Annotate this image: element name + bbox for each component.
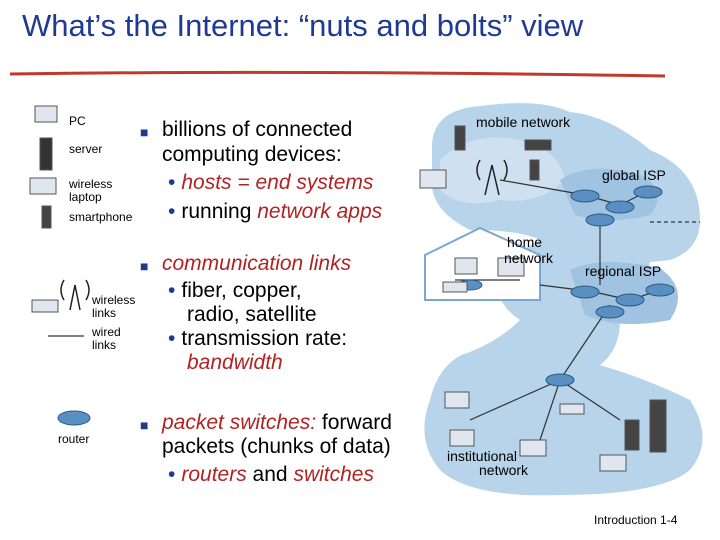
car-icon bbox=[524, 139, 552, 151]
wireless-links-label-1: wireless bbox=[92, 293, 136, 307]
title-underline bbox=[9, 70, 666, 78]
smartphone-icon bbox=[41, 205, 52, 229]
institutional-network-label-1: institutional bbox=[447, 448, 518, 464]
routers-text: routers bbox=[181, 463, 247, 486]
pc-label: PC bbox=[69, 114, 86, 128]
bullet-text: communication links bbox=[162, 252, 352, 275]
router-icon bbox=[570, 285, 600, 299]
sub-bullet-rate: •transmission rate: bbox=[168, 327, 348, 350]
smartphone-icon bbox=[529, 159, 540, 181]
laptop-icon bbox=[29, 177, 57, 195]
wireless-tower-icon bbox=[60, 279, 90, 311]
bullet-marker: ■ bbox=[140, 124, 149, 140]
router-icon bbox=[57, 410, 91, 426]
regional-isp-label: regional ISP bbox=[585, 263, 662, 279]
router-icon bbox=[615, 293, 645, 307]
server-icon bbox=[649, 399, 667, 453]
switches-text: switches bbox=[293, 463, 374, 486]
laptop-icon bbox=[519, 439, 547, 457]
sub-bullet-fiber-line2: radio, satellite bbox=[187, 303, 317, 326]
mobile-network-label: mobile network bbox=[476, 114, 571, 130]
server-icon bbox=[624, 419, 640, 451]
pc-icon bbox=[444, 391, 470, 409]
pc-icon bbox=[599, 454, 627, 472]
wired-links-label-2: links bbox=[92, 338, 117, 352]
pc-icon bbox=[497, 257, 525, 277]
sub-bullet-routers: •routers and switches bbox=[168, 463, 374, 486]
slide-footer: Introduction 1-4 bbox=[594, 513, 678, 527]
sub-bullet-hosts: •hosts = end systems bbox=[168, 171, 374, 194]
router-icon bbox=[633, 185, 663, 199]
bullet-marker: ■ bbox=[140, 417, 149, 433]
bandwidth-text: bandwidth bbox=[187, 351, 283, 374]
smartphone-icon bbox=[454, 125, 466, 151]
rate-text: transmission rate: bbox=[181, 327, 348, 350]
cell-tower-icon bbox=[476, 159, 508, 196]
router-icon bbox=[595, 305, 625, 319]
packet-switches-text: packet switches: bbox=[162, 411, 317, 434]
wireless-laptop-label-2: laptop bbox=[69, 190, 102, 204]
bullet-devices: ■ billions of connected bbox=[140, 117, 353, 142]
mobile-network-region bbox=[440, 137, 565, 204]
pc-icon bbox=[34, 105, 58, 123]
and-text: and bbox=[246, 463, 294, 486]
bullet-links: ■ communication links bbox=[140, 251, 352, 276]
smartphone-label: smartphone bbox=[69, 210, 133, 224]
institutional-network-label-2: network bbox=[479, 462, 529, 478]
server-label: server bbox=[69, 142, 103, 156]
wired-links-label-1: wired bbox=[92, 325, 121, 339]
laptop-icon bbox=[419, 169, 447, 189]
router-icon bbox=[585, 213, 615, 227]
bullet-switches-line2: packets (chunks of data) bbox=[162, 435, 391, 458]
wireless-links-label-2: links bbox=[92, 306, 117, 320]
router-icon bbox=[545, 373, 575, 387]
bullet-devices-line2: computing devices: bbox=[162, 143, 342, 166]
page-title: What’s the Internet: “nuts and bolts” vi… bbox=[22, 8, 584, 43]
hosts-text: hosts = end systems bbox=[181, 171, 374, 194]
global-isp-label: global ISP bbox=[602, 167, 666, 183]
router-icon bbox=[605, 200, 635, 214]
home-network-label-2: network bbox=[504, 250, 554, 266]
regional-isp-region bbox=[570, 261, 678, 324]
laptop-icon bbox=[454, 257, 478, 275]
wireless-access-point-icon bbox=[559, 403, 585, 415]
bullet-switches: ■ packet switches: forward bbox=[140, 410, 392, 435]
server-icon bbox=[39, 137, 53, 171]
bullet-text: billions of connected bbox=[162, 118, 353, 141]
wireless-laptop-label-1: wireless bbox=[69, 177, 113, 191]
running-text: running bbox=[181, 200, 258, 223]
sub-bullet-fiber: •fiber, copper, bbox=[168, 279, 302, 302]
router-icon bbox=[570, 189, 600, 203]
router-label: router bbox=[58, 432, 90, 446]
wireless-access-point-icon bbox=[442, 281, 468, 293]
router-icon bbox=[645, 283, 675, 297]
home-network-label-1: home bbox=[507, 234, 543, 250]
network-apps-text: network apps bbox=[257, 200, 383, 223]
forward-text: forward bbox=[316, 411, 392, 434]
fiber-text: fiber, copper, bbox=[181, 279, 302, 302]
bullet-marker: ■ bbox=[140, 258, 149, 274]
wireless-access-point-icon bbox=[31, 299, 59, 313]
sub-bullet-apps: •running network apps bbox=[168, 200, 383, 223]
pc-icon bbox=[449, 429, 475, 447]
